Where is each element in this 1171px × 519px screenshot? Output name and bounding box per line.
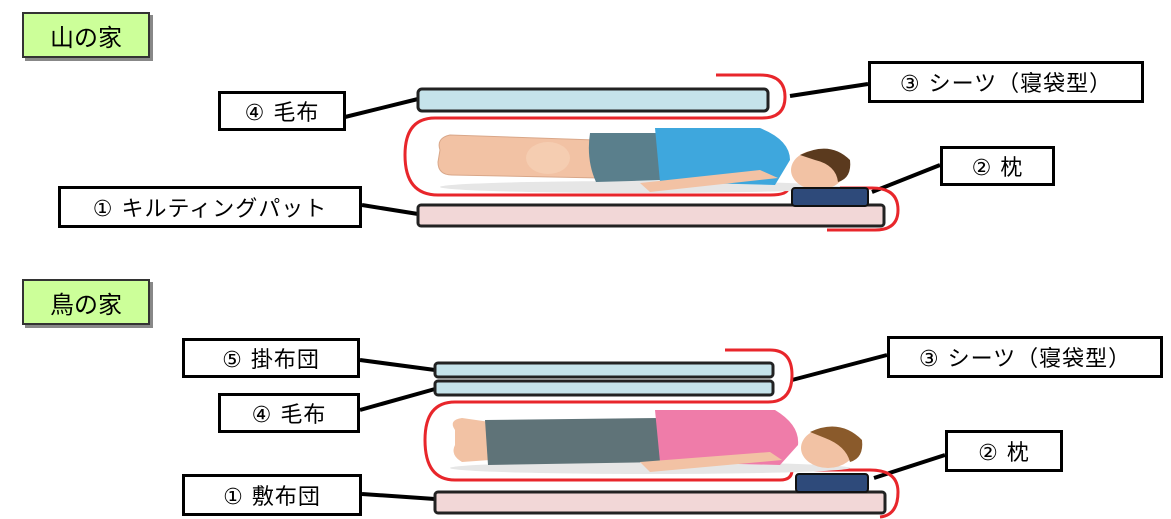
pillow-2 xyxy=(795,473,869,493)
connector-blanket-2 xyxy=(359,387,436,412)
sheet-outline-1 xyxy=(403,73,900,232)
label-pillow-2: ② 枕 xyxy=(945,430,1063,472)
label-pillow-1: ② 枕 xyxy=(940,146,1055,186)
label-sheet-2: ③ シーツ（寝袋型） xyxy=(887,336,1163,378)
connector-mat xyxy=(361,203,419,216)
label-comforter-2: ⑤ 掛布団 xyxy=(182,338,360,378)
sheet-outline-2 xyxy=(423,348,900,519)
section-title-mountain-house: 山の家 xyxy=(22,12,150,58)
blanket-1 xyxy=(416,87,770,113)
connector-mat-2 xyxy=(361,492,436,501)
comforter-2 xyxy=(433,361,775,379)
person-1 xyxy=(437,128,851,193)
section-title-bird-house: 鳥の家 xyxy=(22,279,150,325)
bird-house-diagram xyxy=(359,348,946,519)
label-blanket-2: ④ 毛布 xyxy=(218,393,360,433)
label-blanket-1: ④ 毛布 xyxy=(218,91,346,131)
pillow-1 xyxy=(791,187,869,207)
mat-1 xyxy=(416,203,886,228)
mat-2 xyxy=(433,490,887,515)
blanket-2 xyxy=(433,379,775,397)
connector-blanket xyxy=(344,97,419,119)
connector-sheet-2 xyxy=(791,353,888,382)
label-sheet-1: ③ シーツ（寝袋型） xyxy=(868,61,1144,103)
connector-comforter xyxy=(359,358,436,372)
connector-pillow xyxy=(871,163,941,194)
label-mat-1: ① キルティングパット xyxy=(58,186,362,228)
mountain-house-diagram xyxy=(344,73,941,232)
person-2 xyxy=(450,410,863,474)
connector-sheet xyxy=(789,82,869,98)
label-mat-2: ① 敷布団 xyxy=(182,474,362,516)
connector-pillow-2 xyxy=(873,453,946,480)
